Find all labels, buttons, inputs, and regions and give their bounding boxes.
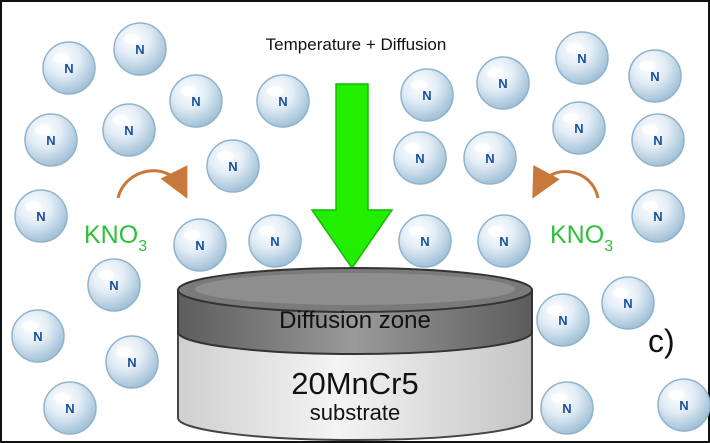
cylinder-top-inner (195, 273, 515, 305)
atom-label: N (65, 401, 74, 416)
atom-highlight (53, 53, 69, 63)
atom-highlight (547, 305, 563, 315)
atom-label: N (498, 76, 507, 91)
atom-highlight (54, 393, 70, 403)
atom-highlight (612, 288, 628, 298)
atom-label: N (499, 234, 508, 249)
reagent-right-base: KNO (550, 221, 604, 249)
atom-highlight (259, 226, 275, 236)
curve-arrow-left-icon (116, 165, 188, 199)
atom-highlight (474, 143, 490, 153)
atom-label: N (485, 151, 494, 166)
atom-highlight (180, 86, 196, 96)
atom-label: N (422, 88, 431, 103)
atom-label: N (650, 69, 659, 84)
substrate-word: substrate (310, 400, 401, 425)
diagram-title: Temperature + Diffusion (266, 35, 447, 54)
atom-label: N (420, 234, 429, 249)
atom-label: N (562, 401, 571, 416)
atom-label: N (228, 159, 237, 174)
curve-arrow-right-icon (532, 165, 600, 199)
atom-highlight (116, 347, 132, 357)
reagent-right-sub: 3 (604, 238, 613, 255)
atom-label: N (127, 355, 136, 370)
atom-highlight (411, 80, 427, 90)
atom-highlight (267, 86, 283, 96)
atom-label: N (109, 278, 118, 293)
atom-label: N (653, 133, 662, 148)
atom-label: N (415, 151, 424, 166)
diffusion-zone-label: Diffusion zone (279, 307, 431, 334)
atom-label: N (46, 133, 55, 148)
atom-label: N (574, 121, 583, 136)
atom-label: N (278, 94, 287, 109)
atom-label: N (653, 209, 662, 224)
atom-label: N (124, 123, 133, 138)
diffusion-arrow (310, 83, 394, 270)
atom-highlight (184, 230, 200, 240)
panel-label: c) (648, 323, 675, 359)
reagent-left-base: KNO (84, 221, 138, 249)
atom-label: N (191, 94, 200, 109)
atom-highlight (668, 390, 684, 400)
atom-highlight (124, 34, 140, 44)
atom-highlight (22, 321, 38, 331)
atom-highlight (217, 151, 233, 161)
atom-highlight (113, 115, 129, 125)
reagent-left-sub: 3 (138, 238, 147, 255)
reagent-right: KNO3 (550, 221, 613, 255)
nitrogen-atoms: N N N N N N N N N N N N N N N N N N N N N N N N N N N N N (11, 22, 710, 435)
atom-highlight (35, 125, 51, 135)
atom-highlight (487, 68, 503, 78)
atom-label: N (679, 398, 688, 413)
atom-highlight (566, 43, 582, 53)
atom-highlight (642, 125, 658, 135)
atom-label: N (33, 329, 42, 344)
atom-highlight (409, 226, 425, 236)
sample-cylinder (177, 267, 533, 441)
atom-highlight (488, 226, 504, 236)
atom-label: N (623, 296, 632, 311)
atom-label: N (195, 238, 204, 253)
atom-highlight (639, 61, 655, 71)
atom-label: N (270, 234, 279, 249)
atom-label: N (36, 209, 45, 224)
atom-label: N (577, 51, 586, 66)
atom-label: N (135, 42, 144, 57)
atom-label: N (64, 61, 73, 76)
atom-highlight (551, 393, 567, 403)
atom-highlight (404, 143, 420, 153)
substrate-name: 20MnCr5 (291, 366, 419, 401)
atom-highlight (642, 201, 658, 211)
atom-highlight (98, 270, 114, 280)
atom-highlight (563, 113, 579, 123)
substrate-body (177, 331, 533, 441)
atom-highlight (25, 201, 41, 211)
atom-label: N (558, 313, 567, 328)
reagent-left: KNO3 (84, 221, 147, 255)
